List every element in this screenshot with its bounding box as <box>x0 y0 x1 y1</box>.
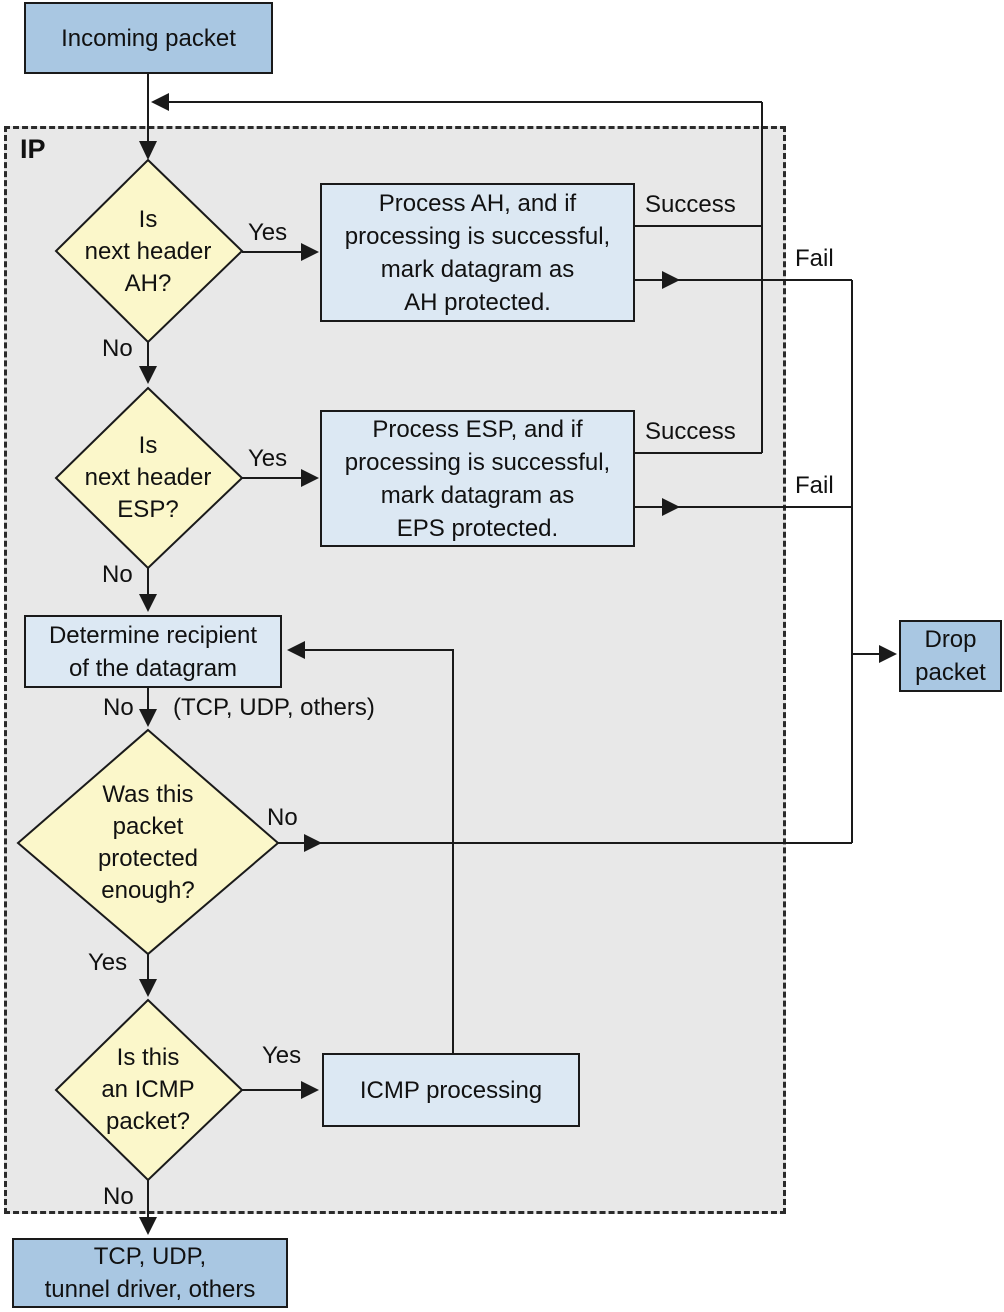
esp-decision-label: Is next header ESP? <box>84 432 212 523</box>
ah-fail-label: Fail <box>795 245 834 272</box>
process-esp-node: Process ESP, and if processing is succes… <box>320 410 635 547</box>
esp-success-label: Success <box>645 418 736 445</box>
icmp-processing-node: ICMP processing <box>322 1053 580 1127</box>
esp-fail-label: Fail <box>795 472 834 499</box>
esp-no-label: No <box>102 561 133 588</box>
incoming-packet-node: Incoming packet <box>24 2 273 74</box>
determine-recipient-node: Determine recipient of the datagram <box>24 615 282 688</box>
process-ah-node: Process AH, and if processing is success… <box>320 183 635 322</box>
esp-yes-label: Yes <box>248 445 288 472</box>
tcp-udp-node: TCP, UDP, tunnel driver, others <box>12 1238 288 1308</box>
ip-boundary-label: IP <box>20 134 46 164</box>
ah-decision-label: Is next header AH? <box>84 206 212 297</box>
protected-no-label: No <box>267 804 298 831</box>
ah-yes-label: Yes <box>248 219 288 246</box>
drop-packet-node: Drop packet <box>899 620 1002 692</box>
protected-decision-label: Was this packet protected enough? <box>97 781 199 904</box>
icmp-decision-label: Is this an ICMP packet? <box>101 1044 195 1135</box>
ah-no-label: No <box>102 335 133 362</box>
icmp-yes-label: Yes <box>262 1042 302 1069</box>
icmp-no-label: No <box>103 1183 134 1210</box>
recipient-no-label: No <box>103 694 134 721</box>
ah-success-label: Success <box>645 191 736 218</box>
recipient-protocols-note: (TCP, UDP, others) <box>173 694 375 721</box>
protected-yes-label: Yes <box>88 949 128 976</box>
